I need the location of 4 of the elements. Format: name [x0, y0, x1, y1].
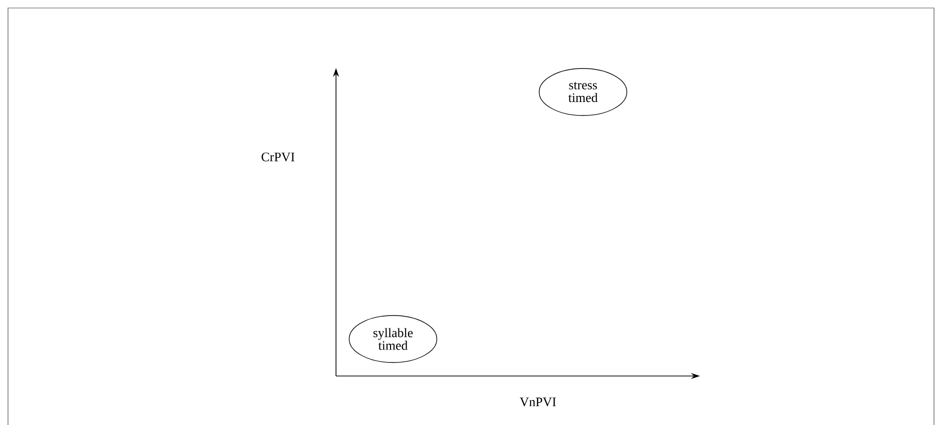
ellipse-node: stress timed [538, 68, 628, 116]
ellipse-node: syllable timed [348, 315, 438, 363]
axis-label: CrPVI [262, 152, 294, 162]
axis-label: VnPVI [520, 398, 556, 406]
